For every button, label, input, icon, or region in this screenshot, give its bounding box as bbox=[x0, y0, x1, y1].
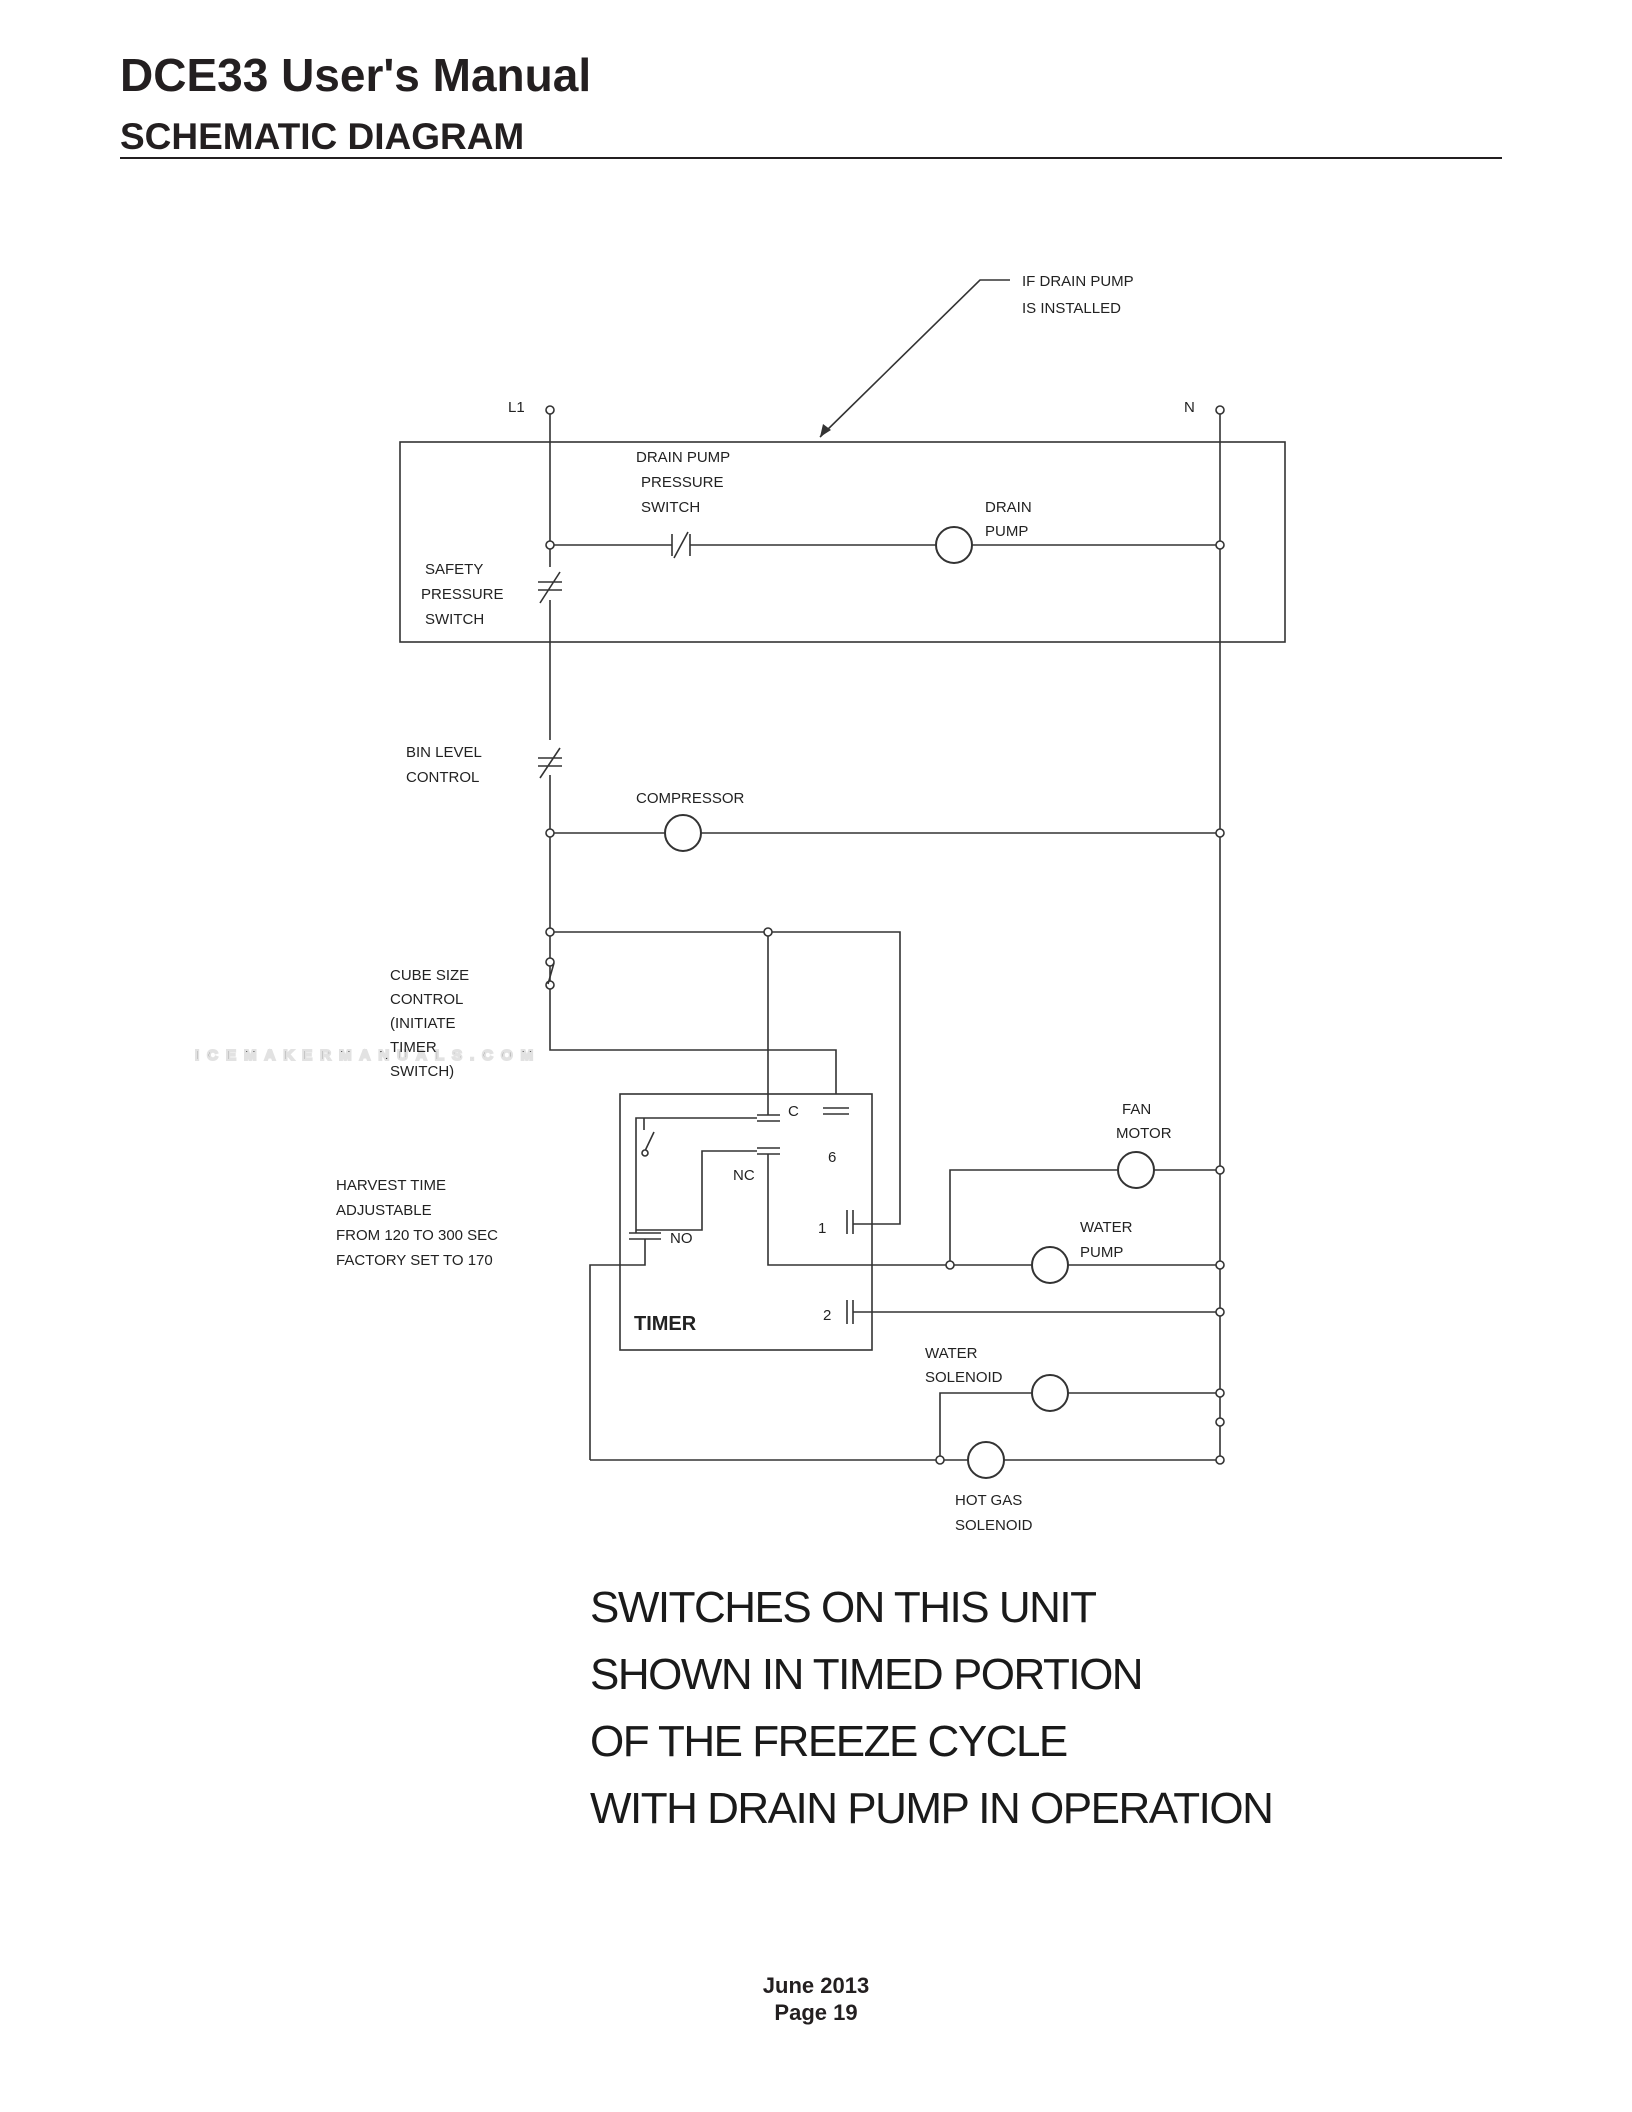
bin-level-label: CONTROL bbox=[406, 769, 479, 786]
fan-motor-branch bbox=[949, 1169, 1220, 1265]
cube-size-contact bbox=[545, 980, 555, 990]
hot-gas-solenoid bbox=[967, 1441, 1005, 1479]
cube-size-label: (INITIATE bbox=[390, 1015, 456, 1032]
node bbox=[945, 1260, 955, 1270]
drain-pump-switch-symbol bbox=[671, 531, 691, 559]
cycle-note: SWITCHES ON THIS UNIT bbox=[590, 1583, 1097, 1632]
footer-page: Page 19 bbox=[774, 2000, 858, 2025]
header-divider bbox=[120, 157, 1502, 159]
node bbox=[1215, 1165, 1225, 1175]
callout-label: IF DRAIN PUMP bbox=[1022, 273, 1134, 290]
node bbox=[1215, 828, 1225, 838]
node bbox=[1215, 1455, 1225, 1465]
cube-size-switch-arm bbox=[547, 962, 555, 985]
l1-label: L1 bbox=[508, 399, 525, 416]
compressor-motor bbox=[664, 814, 702, 852]
timer-box bbox=[619, 1093, 873, 1351]
cycle-note: WITH DRAIN PUMP IN OPERATION bbox=[590, 1784, 1274, 1833]
safety-switch-label: PRESSURE bbox=[421, 586, 504, 603]
fan-motor-label: MOTOR bbox=[1116, 1125, 1172, 1142]
node bbox=[545, 828, 555, 838]
drain-pump-option-box bbox=[399, 441, 1286, 643]
node bbox=[763, 927, 773, 937]
node bbox=[935, 1455, 945, 1465]
node bbox=[1215, 1307, 1225, 1317]
timer-c-contact bbox=[757, 1114, 780, 1122]
terminal-nc-label: NC bbox=[733, 1167, 755, 1184]
harvest-label: FROM 120 TO 300 SEC bbox=[336, 1227, 498, 1244]
terminal-c-label: C bbox=[788, 1103, 799, 1120]
fan-motor bbox=[1117, 1151, 1155, 1189]
timer-internal-switch bbox=[635, 1117, 757, 1233]
timer-label: TIMER bbox=[634, 1313, 697, 1335]
compressor-label: COMPRESSOR bbox=[636, 790, 745, 807]
section-title: SCHEMATIC DIAGRAM bbox=[120, 116, 525, 157]
cycle-note: SHOWN IN TIMED PORTION bbox=[590, 1650, 1144, 1699]
node bbox=[1215, 540, 1225, 550]
drain-pump-switch-label: DRAIN PUMP bbox=[636, 449, 730, 466]
terminal-2-label: 2 bbox=[823, 1307, 831, 1324]
safety-switch-label: SAFETY bbox=[425, 561, 483, 578]
n-label: N bbox=[1184, 399, 1195, 416]
watermark-text: ICEMAKERMANUALS.COM bbox=[195, 1047, 541, 1064]
timer-6-contact bbox=[823, 1107, 849, 1115]
node bbox=[545, 540, 555, 550]
timer-terminal-2 bbox=[846, 1300, 1220, 1324]
water-pump-label: PUMP bbox=[1080, 1244, 1123, 1261]
timer-nc-contact bbox=[757, 1147, 1220, 1266]
cube-size-contact bbox=[545, 957, 555, 967]
callout-leader bbox=[819, 279, 1010, 438]
fan-motor-label: FAN bbox=[1122, 1101, 1151, 1118]
drain-pump-switch-label: PRESSURE bbox=[641, 474, 724, 491]
node bbox=[1215, 1417, 1225, 1427]
hot-gas-label: SOLENOID bbox=[955, 1517, 1033, 1534]
safety-switch-label: SWITCH bbox=[425, 611, 484, 628]
water-solenoid bbox=[1031, 1374, 1069, 1412]
water-pump-motor bbox=[1031, 1246, 1069, 1284]
water-pump-label: WATER bbox=[1080, 1219, 1133, 1236]
timer-feed-wires bbox=[549, 931, 901, 1225]
safety-switch-symbol bbox=[538, 571, 562, 604]
node bbox=[1215, 1260, 1225, 1270]
harvest-label: ADJUSTABLE bbox=[336, 1202, 432, 1219]
water-solenoid-branch bbox=[939, 1392, 1220, 1460]
terminal-no-label: NO bbox=[670, 1230, 693, 1247]
footer-date: June 2013 bbox=[762, 1973, 870, 1998]
harvest-label: FACTORY SET TO 170 bbox=[336, 1252, 493, 1269]
cube-size-label: CONTROL bbox=[390, 991, 463, 1008]
cube-size-label: SWITCH) bbox=[390, 1063, 454, 1080]
cube-size-label: CUBE SIZE bbox=[390, 967, 469, 984]
terminal-6-label: 6 bbox=[828, 1149, 836, 1166]
drain-pump-switch-label: SWITCH bbox=[641, 499, 700, 516]
drain-pump-label: DRAIN bbox=[985, 499, 1032, 516]
bin-level-switch-symbol bbox=[538, 747, 562, 779]
callout-label: IS INSTALLED bbox=[1022, 300, 1121, 317]
bin-level-label: BIN LEVEL bbox=[406, 744, 482, 761]
terminal-1-label: 1 bbox=[818, 1220, 826, 1237]
node bbox=[1215, 1388, 1225, 1398]
water-solenoid-label: WATER bbox=[925, 1345, 978, 1362]
node bbox=[545, 927, 555, 937]
timer-no-contact bbox=[589, 1232, 661, 1460]
harvest-label: HARVEST TIME bbox=[336, 1177, 446, 1194]
timer-switch-pivot bbox=[641, 1149, 649, 1157]
cube-size-label: TIMER bbox=[390, 1039, 437, 1056]
callout-arrow bbox=[820, 424, 831, 437]
l1-terminal bbox=[545, 405, 555, 415]
drain-pump-label: PUMP bbox=[985, 523, 1028, 540]
cycle-note: OF THE FREEZE CYCLE bbox=[590, 1717, 1068, 1766]
drain-pump-motor bbox=[935, 526, 973, 564]
manual-title: DCE33 User's Manual bbox=[120, 49, 592, 101]
n-terminal bbox=[1215, 405, 1225, 415]
hot-gas-label: HOT GAS bbox=[955, 1492, 1022, 1509]
water-solenoid-label: SOLENOID bbox=[925, 1369, 1003, 1386]
timer-terminal-1 bbox=[846, 1210, 854, 1234]
